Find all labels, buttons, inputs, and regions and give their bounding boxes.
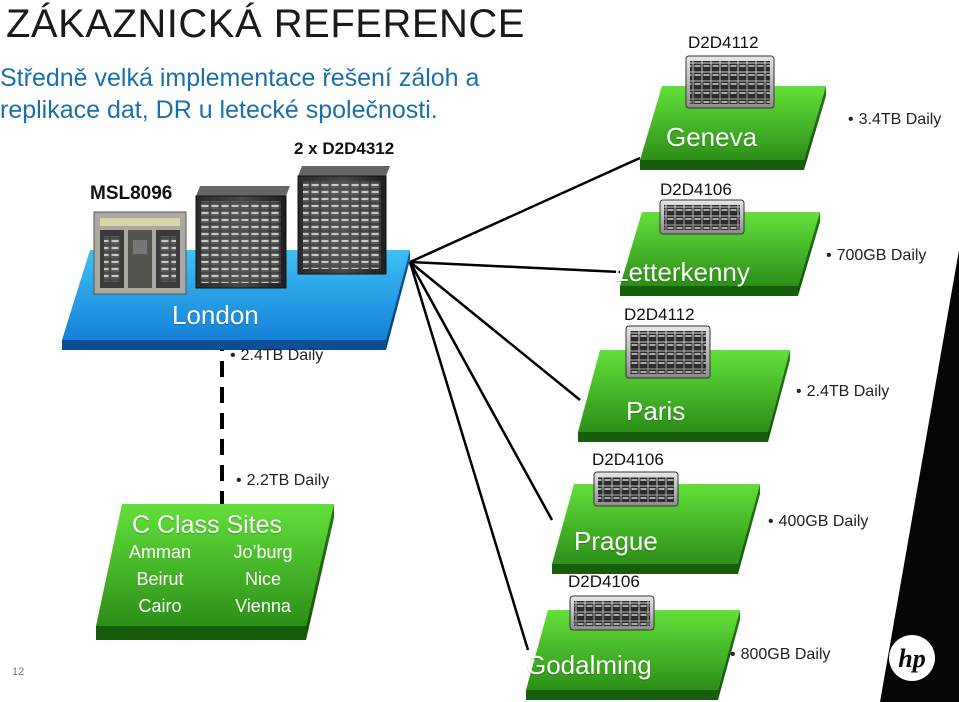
device-label-geneva: D2D4112 [688, 33, 759, 52]
storage-rack-icon [297, 166, 390, 275]
cclass-title: C Class Sites [132, 511, 283, 539]
cclass-site-amman: Amman [128, 542, 191, 562]
rate-label-letterkenny: 700GB Daily [826, 247, 927, 265]
cclass-site-cairo: Cairo [138, 596, 182, 616]
cclass-site-vienna: Vienna [235, 596, 291, 616]
site-name-london: London [172, 300, 259, 330]
device-label-letterkenny: D2D4106 [660, 180, 732, 199]
storage-rack-icon [195, 186, 290, 289]
storage-shelf-icon [569, 595, 655, 631]
svg-text:hp: hp [898, 644, 925, 673]
cclass-platform [96, 504, 334, 640]
rate-label-london-cclass-top: 2.4TB Daily [230, 347, 324, 365]
cclass-site-nice: Nice [244, 569, 281, 589]
storage-shelf-icon [685, 55, 775, 109]
corner-decoration [880, 250, 959, 702]
rate-label-london-cclass-bottom: 2.2TB Daily [236, 472, 330, 490]
rate-label-geneva: 3.4TB Daily [848, 111, 942, 129]
site-name-geneva: Geneva [666, 122, 758, 152]
subtitle-line-2: replikace dat, DR u letecké společnosti. [0, 96, 438, 124]
rate-label-paris: 2.4TB Daily [796, 383, 890, 401]
cclass-site-beirut: Beirut [136, 569, 184, 589]
device-label-paris: D2D4112 [624, 305, 695, 324]
site-name-paris: Paris [626, 396, 686, 426]
slide-title: ZÁKAZNICKÁ REFERENCE [6, 2, 525, 46]
cclass-site-joburg: Jo’burg [233, 542, 293, 562]
hp-logo-icon: hp [889, 635, 935, 681]
device-label-godalming: D2D4106 [568, 572, 640, 591]
tape-library-icon [93, 211, 187, 295]
page-number: 12 [12, 666, 25, 678]
library-label: MSL8096 [90, 183, 173, 204]
storage-shelf-icon [593, 471, 679, 507]
subtitle-line-1: Středně velká implementace řešení záloh … [0, 64, 480, 92]
storage-shelf-icon [659, 199, 745, 235]
rate-label-prague: 400GB Daily [768, 513, 869, 531]
site-name-prague: Prague [574, 526, 658, 556]
storage-shelf-icon [625, 325, 711, 379]
site-name-letterkenny: Letterkenny [614, 257, 750, 287]
connection-lines [220, 156, 641, 651]
rate-label-godalming: 800GB Daily [730, 646, 831, 664]
storage-label: 2 x D2D4312 [294, 139, 395, 158]
device-label-prague: D2D4106 [592, 450, 664, 469]
site-name-godalming: Godalming [526, 650, 652, 680]
